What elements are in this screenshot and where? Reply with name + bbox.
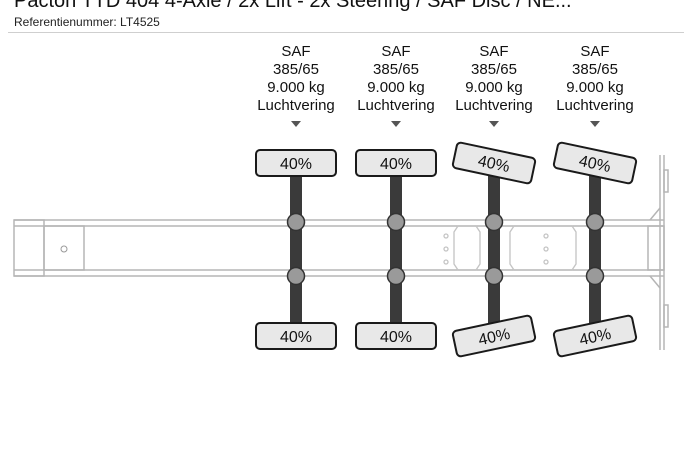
axle-marker-icon <box>291 121 301 127</box>
tire-wear-label: 40% <box>380 156 412 173</box>
axle-suspension: Luchtvering <box>556 97 634 114</box>
axle-hub <box>585 266 605 286</box>
axle-suspension: Luchtvering <box>357 97 435 114</box>
axle-hub <box>484 266 504 286</box>
axle-2: 40% 40% <box>355 121 437 350</box>
axle-marker-icon <box>489 121 499 127</box>
axle-load: 9.000 kg <box>465 79 523 96</box>
tire-wear-label: 40% <box>280 329 312 346</box>
axle-2-spec: SAF 385/65 9.000 kg Luchtvering <box>346 43 446 115</box>
axle-hub <box>585 212 605 232</box>
header-divider <box>8 32 684 33</box>
axle-hub <box>386 266 406 286</box>
kingpin-marker <box>60 245 68 253</box>
axle-hub <box>286 212 306 232</box>
tire-body <box>255 149 337 177</box>
tire-wear-label: 40% <box>477 326 512 349</box>
tire-wear-label: 40% <box>577 153 612 176</box>
axle-marker-icon <box>590 121 600 127</box>
axle-marker-icon <box>391 121 401 127</box>
axle-shaft <box>390 175 402 325</box>
tire-wear-label: 40% <box>280 156 312 173</box>
tire-top: 40% <box>552 141 638 185</box>
axle-1-spec: SAF 385/65 9.000 kg Luchtvering <box>246 43 346 115</box>
axle-brand: SAF <box>479 43 509 60</box>
tire-body <box>552 314 638 358</box>
tire-top: 40% <box>451 141 537 185</box>
axle-1: 40% 40% <box>255 121 337 350</box>
tire-body <box>451 314 537 358</box>
tire-wear-label: 40% <box>578 326 613 349</box>
axle-tire-size: 385/65 <box>273 61 319 78</box>
axle-brand: SAF <box>281 43 311 60</box>
cross-member-right <box>509 225 577 271</box>
axle-4-spec: SAF 385/65 9.000 kg Luchtvering <box>545 43 645 115</box>
axle-brand: SAF <box>381 43 411 60</box>
axle-3-spec: SAF 385/65 9.000 kg Luchtvering <box>444 43 544 115</box>
tire-body <box>451 141 537 185</box>
chassis-frame <box>13 219 665 277</box>
tire-bottom: 40% <box>552 314 638 358</box>
tire-top: 40% <box>255 149 337 177</box>
axle-load: 9.000 kg <box>267 79 325 96</box>
axle-tire-size: 385/65 <box>471 61 517 78</box>
axle-4: 40% 40% <box>552 121 638 358</box>
axle-load: 9.000 kg <box>367 79 425 96</box>
reference-number: Referentienummer: LT4525 <box>14 15 160 29</box>
axle-shaft <box>589 175 601 325</box>
axle-shaft <box>488 175 500 325</box>
axle-tire-size: 385/65 <box>572 61 618 78</box>
tire-body <box>552 141 638 185</box>
tire-body <box>355 322 437 350</box>
axle-3: 40% 40% <box>451 121 537 358</box>
axle-suspension: Luchtvering <box>455 97 533 114</box>
tire-wear-label: 40% <box>380 329 412 346</box>
rear-bumper <box>649 155 669 350</box>
axle-hub <box>286 266 306 286</box>
axle-shaft <box>290 175 302 325</box>
axle-load: 9.000 kg <box>566 79 624 96</box>
axle-suspension: Luchtvering <box>257 97 335 114</box>
tire-wear-label: 40% <box>476 153 511 176</box>
axle-hub <box>386 212 406 232</box>
tire-bottom: 40% <box>255 322 337 350</box>
tire-body <box>255 322 337 350</box>
axle-hub <box>484 212 504 232</box>
axle-brand: SAF <box>580 43 610 60</box>
axle-tire-size: 385/65 <box>373 61 419 78</box>
tire-body <box>355 149 437 177</box>
tire-top: 40% <box>355 149 437 177</box>
cross-member-left <box>443 225 481 271</box>
tire-bottom: 40% <box>355 322 437 350</box>
tire-bottom: 40% <box>451 314 537 358</box>
